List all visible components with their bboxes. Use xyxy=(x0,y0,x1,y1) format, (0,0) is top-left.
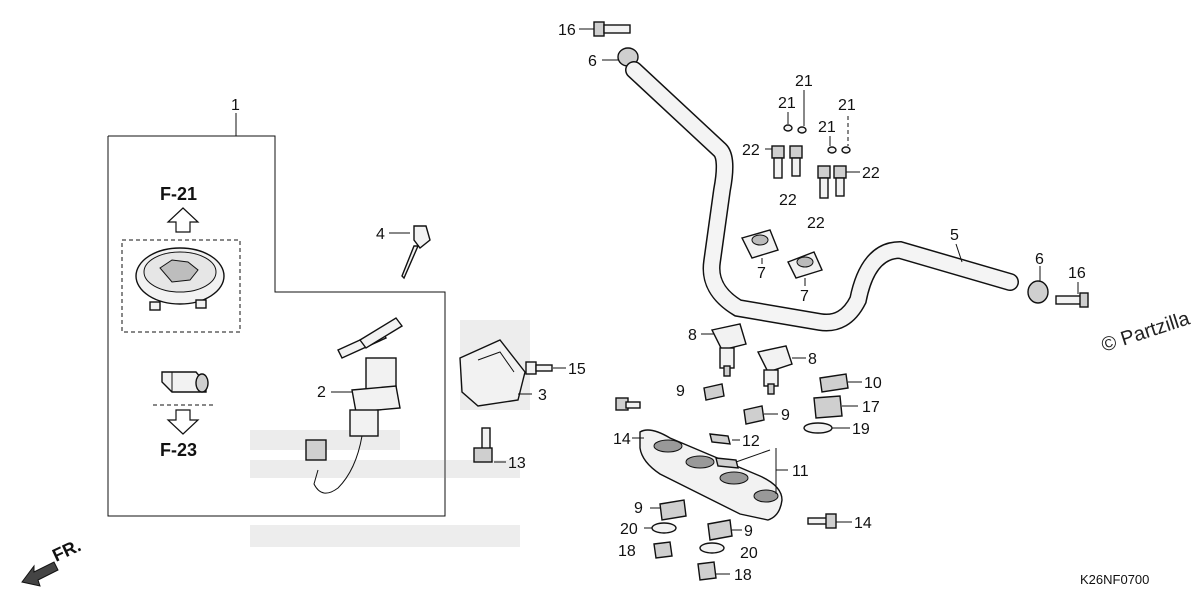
callout-9c: 9 xyxy=(634,500,643,517)
callout-19: 19 xyxy=(852,421,870,438)
callout-22c: 22 xyxy=(807,215,825,232)
callout-16b: 16 xyxy=(1068,265,1086,282)
callout-4: 4 xyxy=(376,226,385,243)
rubber-9-icons xyxy=(659,383,765,541)
fuel-cap-icon xyxy=(135,247,225,311)
callout-22a: 22 xyxy=(742,142,760,159)
callout-6b: 6 xyxy=(1035,251,1044,268)
callout-7b: 7 xyxy=(800,288,809,305)
callout-9b: 9 xyxy=(781,407,790,424)
callout-11: 11 xyxy=(792,463,809,480)
handlebar-pipe-icon xyxy=(625,61,1019,332)
key-icon xyxy=(401,225,431,280)
callout-8a: 8 xyxy=(688,327,697,344)
ref-f23-label: F-23 xyxy=(160,440,197,460)
arrow-down-icon xyxy=(166,409,200,435)
screw-15-icon xyxy=(525,361,553,375)
switch-cover-icon xyxy=(459,339,526,407)
arrow-up-icon xyxy=(166,207,200,233)
callout-12: 12 xyxy=(742,433,760,450)
callout-14b: 14 xyxy=(854,515,872,532)
key-set-bracket xyxy=(107,113,446,517)
callout-22d: 22 xyxy=(862,165,880,182)
callout-7a: 7 xyxy=(757,265,766,282)
lower-holder-left-icon xyxy=(710,323,747,377)
callout-14a: 14 xyxy=(613,431,631,448)
holder-washers-icon xyxy=(783,124,851,154)
callout-21b: 21 xyxy=(778,95,796,112)
callout-2: 2 xyxy=(317,384,326,401)
front-label: FR. xyxy=(49,535,84,565)
fuel-cap-box xyxy=(121,239,241,333)
bolt-13-icon xyxy=(473,427,493,463)
callout-6a: 6 xyxy=(588,53,597,70)
bolt-14-left-icon xyxy=(615,397,641,411)
copyright-watermark: © Partzilla xyxy=(1099,307,1194,356)
callout-5: 5 xyxy=(950,227,959,244)
callout-16a: 16 xyxy=(558,22,576,39)
callout-20a: 20 xyxy=(620,521,638,538)
bolt-16-top-icon xyxy=(593,21,631,37)
callout-10: 10 xyxy=(864,375,882,392)
bolt-16-right-icon xyxy=(1055,292,1089,308)
front-direction-icon xyxy=(21,561,59,587)
callout-13: 13 xyxy=(508,455,526,472)
callout-21a: 21 xyxy=(795,73,813,90)
callout-22b: 22 xyxy=(779,192,797,209)
holder-bolts-icon xyxy=(771,145,847,199)
upper-holder-right-icon xyxy=(787,251,823,279)
diagram-code: K26NF0700 xyxy=(1080,572,1149,587)
callout-17: 17 xyxy=(862,399,880,416)
callout-9a: 9 xyxy=(676,383,685,400)
top-bridge-icon xyxy=(639,429,783,521)
ref-f21-label: F-21 xyxy=(160,184,197,204)
callout-18b: 18 xyxy=(734,567,752,584)
callout-9d: 9 xyxy=(744,523,753,540)
nut-10-icon xyxy=(819,373,849,393)
bolt-14-right-icon xyxy=(807,513,837,529)
washer-20-icons xyxy=(651,522,725,554)
lock-cylinder-icon xyxy=(161,371,209,393)
nut-17-icon xyxy=(813,395,843,419)
callout-15: 15 xyxy=(568,361,586,378)
nut-18-icons xyxy=(653,541,717,581)
callout-18a: 18 xyxy=(618,543,636,560)
callout-3: 3 xyxy=(538,387,547,404)
callout-8b: 8 xyxy=(808,351,817,368)
bar-end-weight-right-icon xyxy=(1027,280,1049,304)
washer-19-icon xyxy=(803,422,833,434)
callout-21c: 21 xyxy=(838,97,856,114)
callout-21d: 21 xyxy=(818,119,836,136)
callout-1: 1 xyxy=(231,97,240,114)
upper-holder-left-icon xyxy=(740,229,779,259)
lower-holder-right-icon xyxy=(756,345,793,395)
callout-20b: 20 xyxy=(740,545,758,562)
ignition-switch-icon xyxy=(305,317,404,494)
